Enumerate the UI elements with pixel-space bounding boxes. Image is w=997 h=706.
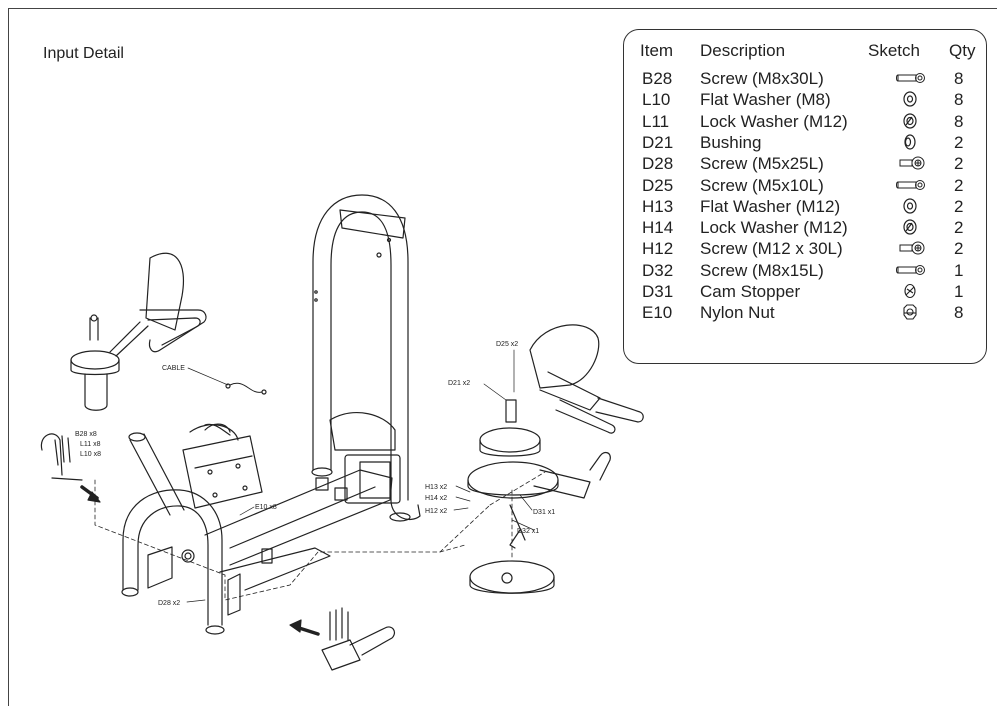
b28-callout: B28 x8 xyxy=(75,431,97,438)
cable-label: CABLE xyxy=(162,365,185,372)
part-description: Flat Washer (M12) xyxy=(700,196,841,216)
part-description: Lock Washer (M12) xyxy=(700,218,848,238)
d21-callout: D21 x2 xyxy=(448,380,470,387)
l11-callout: L11 x8 xyxy=(80,441,101,448)
cam-stopper-icon xyxy=(892,283,932,301)
table-row: H14 Lock Washer (M12) 2 xyxy=(624,218,986,238)
part-description: Screw (M12 x 30L) xyxy=(700,239,843,259)
part-qty: 1 xyxy=(954,260,964,280)
part-qty: 2 xyxy=(954,196,964,216)
alignment-lines xyxy=(94,471,546,601)
part-description: Nylon Nut xyxy=(700,303,775,323)
screw-short-icon xyxy=(892,240,932,258)
header-description: Description xyxy=(700,41,786,60)
frame-top-border xyxy=(8,8,997,9)
table-row: E10 Nylon Nut 8 xyxy=(624,303,986,323)
header-item: Item xyxy=(640,41,674,60)
l10-callout: L10 x8 xyxy=(80,451,101,458)
table-row: D31 Cam Stopper 1 xyxy=(624,282,986,302)
part-qty: 8 xyxy=(954,303,964,323)
part-qty: 8 xyxy=(954,69,964,88)
part-item-code: H13 xyxy=(642,196,674,216)
table-row: D25 Screw (M5x10L) 2 xyxy=(624,176,986,196)
part-description: Screw (M8x30L) xyxy=(700,69,824,88)
right-pad-assembly xyxy=(467,324,644,594)
table-row: B28 Screw (M8x30L) 8 xyxy=(624,69,986,89)
nylon-nut-icon xyxy=(892,304,932,322)
part-qty: 2 xyxy=(954,175,964,195)
part-qty: 2 xyxy=(954,218,964,238)
part-item-code: D31 xyxy=(642,282,674,301)
header-sketch: Sketch xyxy=(868,41,920,60)
d28-callout: D28 x2 xyxy=(158,600,180,607)
part-description: Lock Washer (M12) xyxy=(700,111,848,131)
cables xyxy=(204,382,267,436)
table-row: H13 Flat Washer (M12) 2 xyxy=(624,197,986,217)
front-handle-frame xyxy=(121,432,241,635)
part-item-code: E10 xyxy=(642,303,673,323)
screw-long-icon xyxy=(892,177,932,195)
frame-left-border xyxy=(8,8,9,706)
h14-callout: H14 x2 xyxy=(425,495,447,502)
page-title: Input Detail xyxy=(43,45,124,62)
screw-short-icon xyxy=(892,155,932,173)
base-frame xyxy=(182,411,401,591)
part-description: Screw (M5x25L) xyxy=(700,154,824,174)
part-qty: 8 xyxy=(954,90,964,110)
part-qty: 2 xyxy=(954,239,964,259)
left-pad-assembly xyxy=(40,252,207,481)
screw-long-icon xyxy=(892,70,932,88)
h12-callout: H12 x2 xyxy=(425,508,447,515)
e10-callout: E10 x8 xyxy=(255,504,277,511)
upright-arch-frame xyxy=(311,194,421,522)
part-item-code: L10 xyxy=(642,90,671,110)
part-description: Bushing xyxy=(700,132,762,152)
table-row: D21 Bushing 2 xyxy=(624,133,986,153)
lock-washer-icon xyxy=(892,219,932,237)
part-description: Cam Stopper xyxy=(700,282,801,301)
part-qty: 1 xyxy=(954,282,964,301)
part-qty: 2 xyxy=(954,154,964,174)
table-row: D28 Screw (M5x25L) 2 xyxy=(624,154,986,174)
part-item-code: L11 xyxy=(642,111,670,131)
d25-callout: D25 x2 xyxy=(496,341,518,348)
part-item-code: H12 xyxy=(642,239,674,259)
callout-labels: CABLE B28 x8 L11 x8 L10 x8 E10 x8 D28 x2… xyxy=(75,341,555,607)
callout-leaders xyxy=(186,349,535,603)
screw-long-icon xyxy=(892,262,932,280)
table-row: D32 Screw (M8x15L) 1 xyxy=(624,261,986,281)
part-item-code: D21 xyxy=(642,132,674,152)
table-row: L11 Lock Washer (M12) 8 xyxy=(624,112,986,132)
flat-washer-icon xyxy=(892,198,932,216)
table-row: H12 Screw (M12 x 30L) 2 xyxy=(624,239,986,259)
part-description: Screw (M5x10L) xyxy=(700,175,824,195)
part-item-code: D28 xyxy=(642,154,674,174)
h13-callout: H13 x2 xyxy=(425,484,447,491)
foot-bracket xyxy=(321,607,396,671)
part-qty: 8 xyxy=(954,111,964,131)
bushing-icon xyxy=(892,134,932,152)
part-qty: 2 xyxy=(954,132,964,152)
part-item-code: B28 xyxy=(642,69,673,88)
part-item-code: D25 xyxy=(642,175,674,195)
assembly-arrows xyxy=(80,485,320,636)
flat-washer-icon xyxy=(892,91,932,109)
d32-callout: D32 x1 xyxy=(517,528,539,535)
lock-washer-icon xyxy=(892,112,932,131)
part-description: Screw (M8x15L) xyxy=(700,260,824,280)
d31-callout: D31 x1 xyxy=(533,509,555,516)
table-row: L10 Flat Washer (M8) 8 xyxy=(624,90,986,110)
part-description: Flat Washer (M8) xyxy=(700,90,831,110)
part-item-code: H14 xyxy=(642,218,674,238)
header-qty: Qty xyxy=(949,41,976,60)
part-item-code: D32 xyxy=(642,260,674,280)
